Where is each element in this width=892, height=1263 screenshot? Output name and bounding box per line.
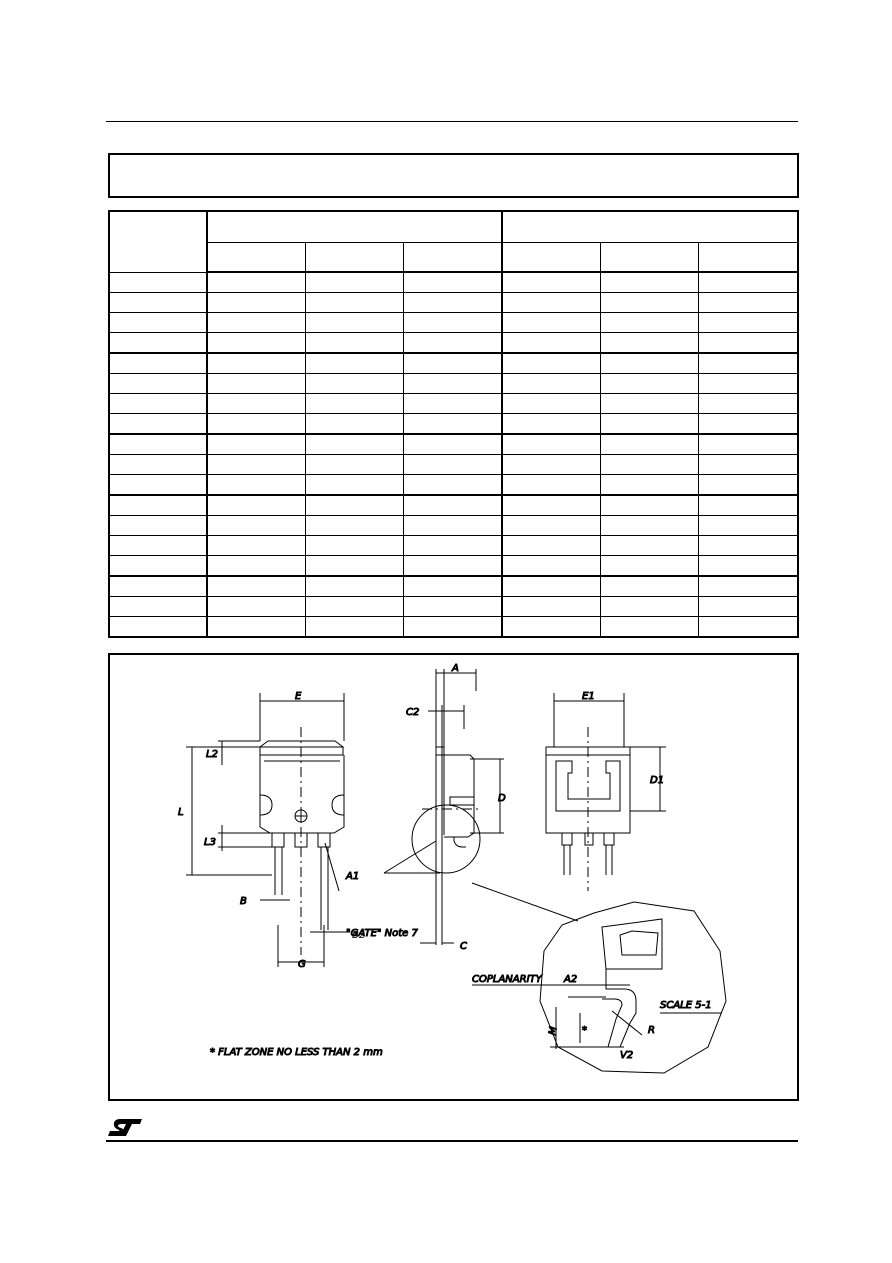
table-row (108, 393, 799, 414)
table-row (108, 332, 799, 354)
table-row (108, 373, 799, 394)
table-row (108, 515, 799, 536)
label-A1: A1 (345, 871, 359, 882)
label-A2: A2 (563, 974, 577, 985)
label-V2: V2 (620, 1050, 633, 1061)
table-row (108, 292, 799, 313)
flat-zone-note: * FLAT ZONE NO LESS THAN 2 mm (210, 1047, 383, 1058)
table-row (108, 535, 799, 556)
dimensions-table (108, 210, 800, 638)
mm-min-header (206, 242, 306, 273)
label-E: E (295, 691, 302, 702)
table-row (108, 494, 799, 516)
mm-typ-header (304, 242, 404, 273)
label-C: C (460, 941, 467, 952)
table-row (108, 413, 799, 435)
table-row (108, 454, 799, 475)
table-row (108, 352, 799, 374)
footer-rule (106, 1140, 798, 1142)
table-row (108, 474, 799, 496)
label-M: M (547, 1025, 559, 1036)
label-B2-box: B2 (352, 930, 365, 941)
label-R: R (648, 1025, 655, 1036)
dim-column-header (108, 210, 208, 273)
label-D: D (498, 793, 506, 804)
front-view (186, 693, 350, 967)
inch-group-header (501, 210, 799, 243)
inch-typ-header (599, 242, 699, 273)
label-scale: SCALE 5-1 (660, 1000, 712, 1011)
package-drawing: E E1 A C2 L2 L L3 D D1 A1 B "GATE" Note … (108, 653, 799, 1101)
label-L: L (178, 807, 184, 818)
table-row (108, 433, 799, 455)
table-row (108, 271, 799, 293)
table-title-box (108, 153, 799, 198)
label-B: B (240, 896, 247, 907)
label-gate-note: "GATE" Note 7 (346, 928, 419, 939)
table-row (108, 555, 799, 577)
label-C2: C2 (406, 707, 419, 718)
mm-group-header (206, 210, 504, 243)
package-outline-drawing: E E1 A C2 L2 L L3 D D1 A1 B "GATE" Note … (178, 663, 727, 1074)
mm-max-header (402, 242, 504, 273)
inch-min-header (501, 242, 601, 273)
table-row (108, 575, 799, 597)
detail-view (471, 882, 727, 1074)
table-row (108, 312, 799, 333)
inch-max-header (697, 242, 799, 273)
header-rule (106, 121, 798, 122)
label-E1: E1 (582, 691, 595, 702)
table-row (108, 596, 799, 617)
label-coplanarity: COPLANARITY (472, 974, 543, 985)
label-D1: D1 (650, 775, 664, 786)
label-star: * (582, 1025, 587, 1036)
back-view (545, 693, 666, 891)
side-view (383, 669, 504, 945)
table-row (108, 616, 799, 638)
st-logo (108, 1119, 142, 1136)
label-B2-text: B2 (352, 930, 365, 941)
label-A: A (451, 663, 459, 674)
label-L3: L3 (204, 837, 216, 848)
label-L2: L2 (206, 749, 218, 760)
label-G: G (298, 959, 306, 970)
